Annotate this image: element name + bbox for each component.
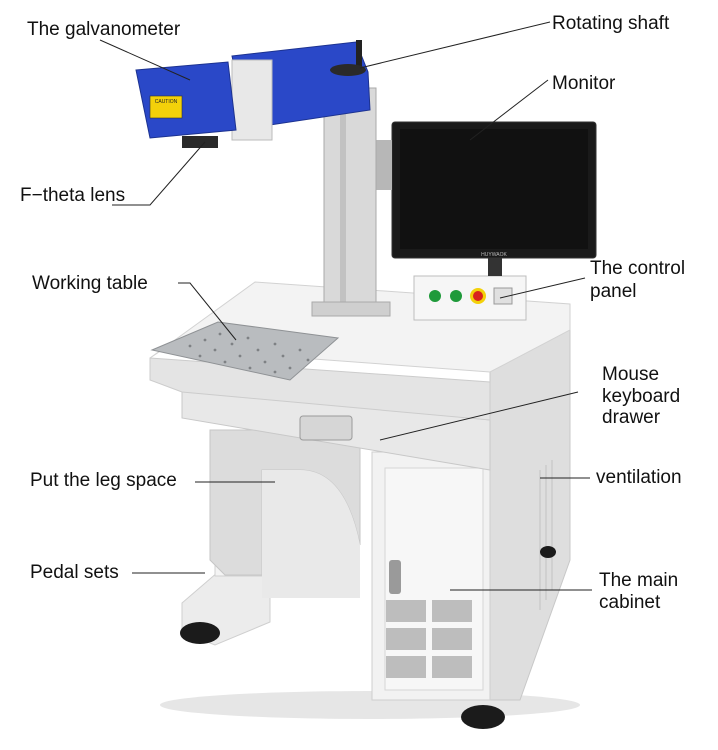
cabinet-door <box>384 467 484 691</box>
drawer-handle <box>299 415 353 441</box>
monitor-screen <box>400 129 588 249</box>
cabinet-handle <box>389 560 401 594</box>
label-ftheta-lens: F−theta lens <box>20 185 126 206</box>
table-edge <box>149 357 491 421</box>
leader-galvanometer <box>99 39 191 81</box>
label-ventilation: ventilation <box>596 467 682 488</box>
label-mouse-line1: Mouse <box>602 364 660 385</box>
leader-rotating-shaft <box>359 21 551 69</box>
label-rotating-shaft: Rotating shaft <box>552 13 670 34</box>
leader-working-table <box>178 282 237 341</box>
leader-ftheta <box>112 141 206 206</box>
green-button <box>429 290 441 302</box>
f-theta-lens <box>182 136 218 148</box>
galvanometer <box>135 61 237 139</box>
working-table-holes <box>188 332 310 374</box>
label-leg-space: Put the leg space <box>30 470 177 491</box>
rotating-shaft <box>356 40 362 70</box>
leader-drawer <box>379 391 579 441</box>
wheel-left <box>180 622 220 644</box>
label-cabinet-line2: cabinet <box>599 592 661 613</box>
lift-column <box>323 87 377 311</box>
label-control-panel-line1: The control <box>590 258 686 279</box>
label-control-panel-line2: panel <box>590 281 637 302</box>
label-mouse-line3: drawer <box>602 407 661 428</box>
caution-text: CAUTION <box>155 99 178 105</box>
column-scale <box>340 96 346 306</box>
leader-lines <box>99 21 592 591</box>
key-switch <box>493 287 513 305</box>
wheel-front <box>461 705 505 729</box>
handwheel <box>330 64 366 76</box>
working-table <box>150 321 340 381</box>
leg-space <box>262 470 360 598</box>
label-galvanometer: The galvanometer <box>27 19 181 40</box>
cabinet-side <box>489 317 571 701</box>
label-cabinet-line1: The main <box>599 570 679 591</box>
wheel-back <box>540 546 556 558</box>
caution-label <box>149 95 183 119</box>
ventilation-side <box>539 460 553 610</box>
label-monitor: Monitor <box>552 73 616 94</box>
label-pedal-sets: Pedal sets <box>30 562 119 583</box>
label-working-table: Working table <box>32 273 148 294</box>
leader-control-panel <box>499 277 586 299</box>
monitor-brand: HUYWAOK <box>481 252 507 258</box>
green-button-2 <box>450 290 462 302</box>
leader-monitor <box>469 79 549 141</box>
column-base <box>311 301 391 317</box>
galvo-mount <box>231 59 273 141</box>
label-mouse-line2: keyboard <box>602 386 681 407</box>
cabinet-vents <box>386 600 472 678</box>
monitor-stand <box>488 258 502 276</box>
emergency-stop-button <box>473 291 483 301</box>
